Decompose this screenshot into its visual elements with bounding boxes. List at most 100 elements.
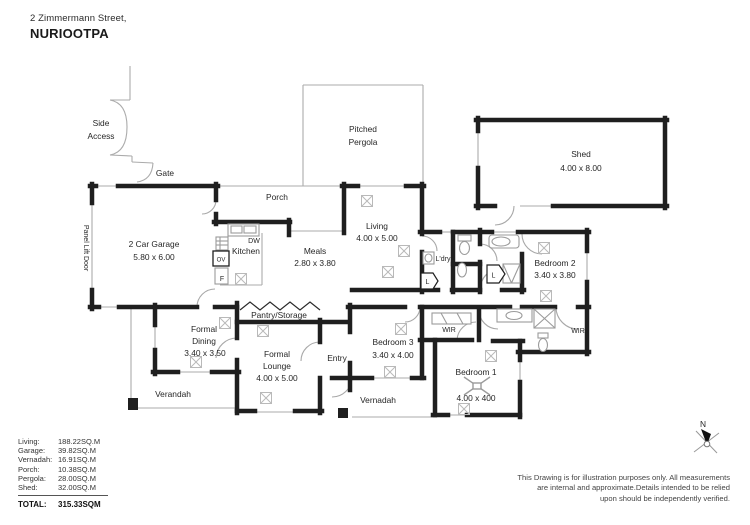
light-symbol [458,403,470,415]
toilet-bowl-icon [458,240,471,256]
light-symbol [398,245,410,257]
oven-icon [212,250,230,267]
shower-icon [502,263,521,284]
light-symbol [485,350,497,362]
linen-closet-icon [420,272,439,290]
basin-icon [456,262,468,278]
bedroom1-dims: 4.00 x 400 [456,393,495,403]
north-label: N [700,419,706,429]
light-symbol [384,366,396,378]
pantry-shelf-zigzag [239,301,321,311]
ceiling-fan-icon [463,376,491,396]
light-symbol [538,242,550,254]
pergola-label-1: Pitched [349,124,377,134]
total-value: 315.33SQM [58,500,101,510]
pantry-label: Pantry/Storage [251,310,307,320]
light-symbol [395,323,407,335]
shed-dims: 4.00 x 8.00 [560,163,602,173]
verandah-mid-label: Vernadah [360,395,396,405]
vanity-basin-icon [505,310,523,321]
bathtub-inner-icon [491,236,511,247]
linen-closet-icon [486,264,506,284]
dining-label-2: Dining [192,336,216,346]
ensuite-toilet-bowl-icon [537,337,549,353]
bedroom2-label: Bedroom 2 [535,258,576,268]
light-symbol [260,392,272,404]
light-symbol [361,195,373,207]
wir-label-1: WIR [442,327,456,334]
wir-shelf-icon [431,312,472,325]
light-symbol [190,356,202,368]
areas-divider [18,495,108,497]
title-block: 2 Zimmermann Street, NURIOOTPA [30,13,127,41]
disclaimer-line: are internal and approximate.Details int… [537,483,730,493]
panel-lift-door-label: Panel Lift Door [82,225,89,272]
gate-label: Gate [156,168,174,178]
bedroom3-label: Bedroom 3 [373,337,414,347]
lounge-label-2: Lounge [263,361,291,371]
side-access-label-1: Side [93,118,110,128]
areas-summary: Living: 188.22SQ.M Garage: 39.82SQ.M Ver… [18,437,118,509]
area-row: Living: 188.22SQ.M [18,437,118,446]
entry-label: Entry [327,353,347,363]
bedroom3-dims: 3.40 x 4.00 [372,350,414,360]
room-labels: Side Access Gate Panel Lift Door 2 Car G… [82,118,602,405]
cooktop-icon [215,236,229,251]
area-label: Pergola: [18,473,46,483]
oven-label: OV [217,258,226,264]
area-row: Porch: 10.38SQ.M [18,465,118,474]
fridge-space-icon [214,267,229,285]
area-value: 32.00SQ.M [58,483,96,493]
fixtures [214,223,556,353]
lounge-dims: 4.00 x 5.00 [256,373,298,383]
toilet-icon [457,234,472,242]
ensuite-toilet-icon [537,332,549,339]
area-label: Vernadah: [18,455,53,465]
verandah-left-label: Verandah [155,389,191,399]
pergola-label-2: Pergola [349,137,378,147]
area-row: Vernadah: 16.91SQ.M [18,455,118,464]
area-value: 10.38SQ.M [58,464,96,474]
total-label: TOTAL: [18,500,47,510]
meals-label: Meals [304,246,326,256]
shed-label: Shed [571,149,591,159]
area-value: 39.82SQ.M [58,446,96,456]
area-row: Garage: 39.82SQ.M [18,446,118,455]
area-row: Shed: 32.00SQ.M [18,483,118,492]
dishwasher-label: DW [248,238,260,245]
side-access-label-2: Access [88,131,115,141]
total-row: TOTAL: 315.33SQM [18,500,118,509]
living-label: Living [366,221,388,231]
north-arrow-icon [701,429,711,445]
disclaimer-line: upon should be independently verified. [599,493,730,503]
oven-box [212,250,230,267]
area-value: 188.22SQ.M [58,437,101,446]
address-line: 2 Zimmermann Street, [30,13,127,24]
thin-lines [91,66,588,418]
walls [87,115,670,420]
area-label: Porch: [18,464,40,474]
area-label: Living: [18,437,40,446]
fridge-label: F [220,276,224,283]
porch-label: Porch [266,192,288,202]
linen-label-2: L [492,273,496,280]
suburb-name: NURIOOTPA [30,26,109,41]
light-symbol [382,266,394,278]
door-arcs [196,199,579,398]
linen-closets [420,264,506,290]
north-compass: N [693,419,720,454]
dining-dims: 3.40 x 3.50 [184,348,226,358]
light-symbol [540,290,552,302]
area-value: 16.91SQ.M [58,455,96,465]
laundry-label: L'dry [436,256,451,263]
verandah-posts [128,398,348,418]
garage-dims: 5.80 x 6.00 [133,252,175,262]
dining-label-1: Formal [191,324,217,334]
area-row: Pergola: 28.00SQ.M [18,474,118,483]
light-symbol [235,273,247,285]
meals-dims: 2.80 x 3.80 [294,258,336,268]
area-value: 28.00SQ.M [58,473,96,483]
light-symbol [257,325,269,337]
wir-label-2: WIR [571,328,585,335]
